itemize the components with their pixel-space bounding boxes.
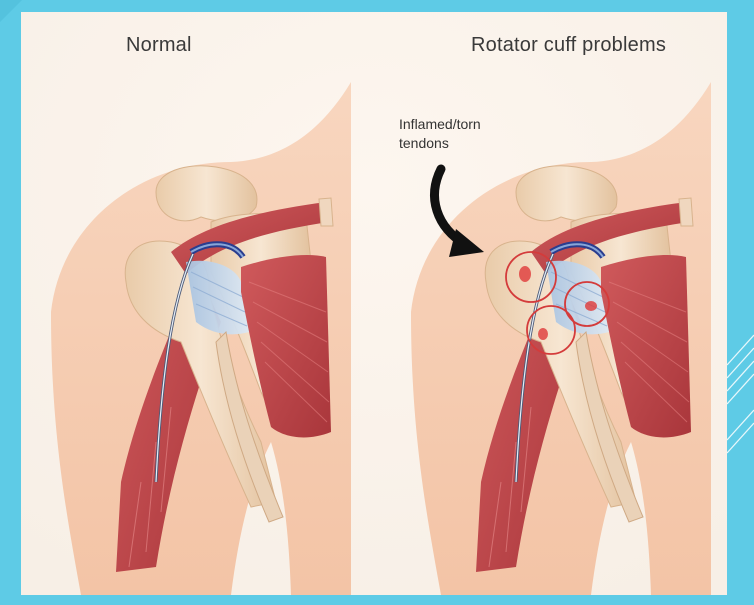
rotator-cuff-problems-title: Rotator cuff problems xyxy=(471,34,666,57)
callout-line-1: Inflamed/torn xyxy=(399,115,481,134)
normal-title: Normal xyxy=(126,34,192,57)
shoulder-anatomy-illustration xyxy=(21,12,727,595)
illustration-card: Normal Rotator cuff problems Inflamed/to… xyxy=(21,12,727,595)
callout-line-2: tendons xyxy=(399,134,481,153)
inflamed-tendons-callout: Inflamed/torn tendons xyxy=(399,115,481,153)
